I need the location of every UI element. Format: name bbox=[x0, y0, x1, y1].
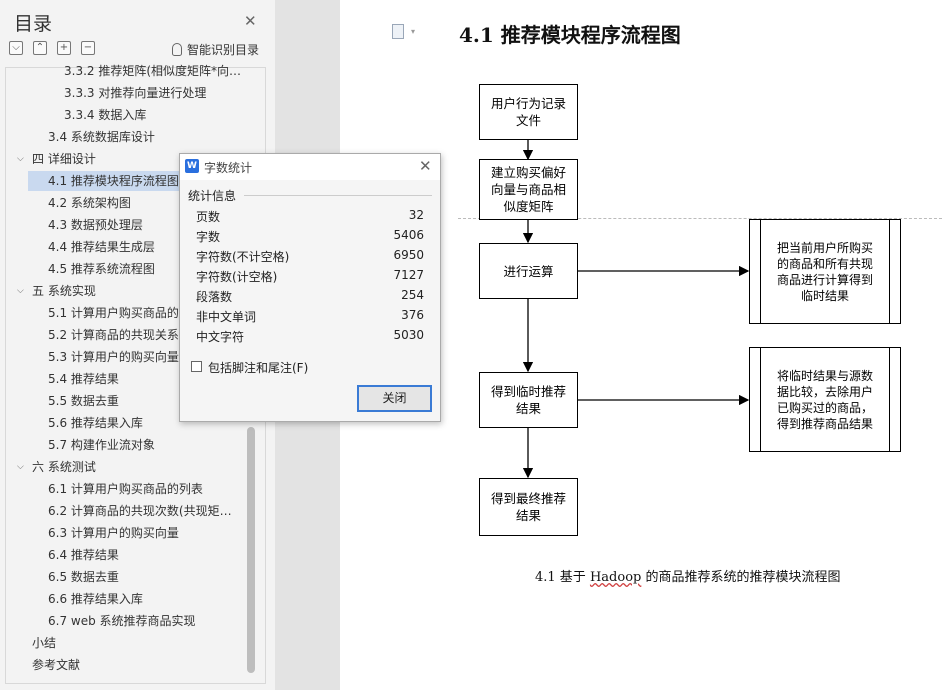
collapse-all-icon[interactable]: ⌵ bbox=[9, 41, 23, 55]
toc-item[interactable]: 5.2 计算商品的共现关系 bbox=[48, 328, 179, 342]
stat-row: 字数 5406 bbox=[196, 228, 424, 248]
flow-note-compute: 把当前用户所购买的商品和所有共现商品进行计算得到临时结果 bbox=[749, 219, 901, 324]
toc-scrollbar[interactable] bbox=[247, 427, 255, 673]
toc-item[interactable]: 4.4 推荐结果生成层 bbox=[48, 240, 155, 254]
toc-item[interactable]: 小结 bbox=[32, 636, 57, 650]
stat-value: 5030 bbox=[393, 328, 424, 342]
toc-item[interactable]: 5.6 推荐结果入库 bbox=[48, 416, 143, 430]
caption-suffix: 的商品推荐系统的推荐模块流程图 bbox=[641, 570, 841, 585]
caption-spellcheck-word: Hadoop bbox=[589, 570, 642, 585]
section-heading: 4.1 推荐模块程序流程图 bbox=[459, 23, 681, 47]
stats-group-label: 统计信息 bbox=[188, 189, 237, 203]
toc-item[interactable]: 3.4 系统数据库设计 bbox=[48, 130, 155, 144]
footnote-checkbox[interactable] bbox=[191, 361, 202, 372]
stat-value: 32 bbox=[408, 208, 424, 222]
chevron-down-icon[interactable]: ▾ bbox=[411, 27, 416, 36]
nav-title: 目录 bbox=[14, 13, 53, 35]
smart-toc-label: 智能识别目录 bbox=[187, 43, 260, 57]
group-divider bbox=[244, 195, 432, 196]
chevron-down-icon[interactable]: ⌵ bbox=[17, 286, 24, 296]
flow-step-build-matrix: 建立购买偏好向量与商品相似度矩阵 bbox=[479, 159, 578, 220]
toc-item[interactable]: 6.1 计算用户购买商品的列表 bbox=[48, 482, 203, 496]
stat-value: 254 bbox=[401, 288, 424, 302]
close-icon[interactable]: ✕ bbox=[244, 12, 257, 30]
stat-row: 字符数(不计空格) 6950 bbox=[196, 248, 424, 268]
stat-row: 页数 32 bbox=[196, 208, 424, 228]
toc-item[interactable]: 4.1 推荐模块程序流程图 bbox=[28, 171, 198, 191]
flow-note-dedupe: 将临时结果与源数据比较，去除用户已购买过的商品，得到推荐商品结果 bbox=[749, 347, 901, 452]
toc-item[interactable]: 5.3 计算用户的购买向量 bbox=[48, 350, 179, 364]
toc-item[interactable]: 6.4 推荐结果 bbox=[48, 548, 119, 562]
caption-prefix: 4.1 基于 bbox=[535, 570, 590, 585]
stat-label: 页数 bbox=[196, 210, 221, 224]
toc-item[interactable]: 3.3.2 推荐矩阵(相似度矩阵*向… bbox=[64, 64, 242, 78]
lightbulb-icon bbox=[172, 43, 182, 56]
flow-step-behavior-log: 用户行为记录文件 bbox=[479, 84, 578, 140]
figure-caption: 4.1 基于 Hadoop 的商品推荐系统的推荐模块流程图 bbox=[535, 566, 840, 585]
stat-value: 5406 bbox=[393, 228, 424, 242]
toc-item[interactable]: 4.3 数据预处理层 bbox=[48, 218, 143, 232]
smart-toc-button[interactable]: 智能识别目录 bbox=[172, 41, 259, 58]
dialog-titlebar[interactable]: W 字数统计 ✕ bbox=[180, 154, 440, 180]
stat-row: 字符数(计空格) 7127 bbox=[196, 268, 424, 288]
stat-label: 字数 bbox=[196, 230, 221, 244]
document-icon[interactable] bbox=[392, 24, 404, 39]
toc-item[interactable]: 5.4 推荐结果 bbox=[48, 372, 119, 386]
stat-value: 6950 bbox=[393, 248, 424, 262]
toc-item[interactable]: 4.5 推荐系统流程图 bbox=[48, 262, 155, 276]
toc-item[interactable]: 6.6 推荐结果入库 bbox=[48, 592, 143, 606]
footnote-checkbox-label[interactable]: 包括脚注和尾注(F) bbox=[208, 361, 309, 375]
stat-row: 中文字符 5030 bbox=[196, 328, 424, 348]
remove-level-icon[interactable]: − bbox=[81, 41, 95, 55]
stat-label: 中文字符 bbox=[196, 330, 245, 344]
stat-row: 非中文单词 376 bbox=[196, 308, 424, 328]
close-icon[interactable]: ✕ bbox=[419, 157, 432, 175]
toc-item[interactable]: 六 系统测试 bbox=[32, 460, 96, 474]
stat-label: 段落数 bbox=[196, 290, 233, 304]
toc-item[interactable]: 6.7 web 系统推荐商品实现 bbox=[48, 614, 196, 628]
flow-step-final-result: 得到最终推荐结果 bbox=[479, 478, 578, 536]
toc-item[interactable]: 参考文献 bbox=[32, 658, 81, 672]
nav-toolbar: ⌵ ⌃ + − bbox=[9, 41, 95, 55]
expand-up-icon[interactable]: ⌃ bbox=[33, 41, 47, 55]
toc-item[interactable]: 5.5 数据去重 bbox=[48, 394, 119, 408]
stat-value: 376 bbox=[401, 308, 424, 322]
stat-label: 字符数(计空格) bbox=[196, 270, 278, 284]
add-level-icon[interactable]: + bbox=[57, 41, 71, 55]
toc-item[interactable]: 5.1 计算用户购买商品的列表 bbox=[48, 306, 203, 320]
toc-item[interactable]: 6.3 计算用户的购买向量 bbox=[48, 526, 179, 540]
wps-logo-icon: W bbox=[185, 159, 199, 173]
page-break-line bbox=[458, 218, 942, 219]
toc-item[interactable]: 五 系统实现 bbox=[32, 284, 96, 298]
close-button[interactable]: 关闭 bbox=[357, 385, 432, 412]
toc-item[interactable]: 3.3.4 数据入库 bbox=[64, 108, 147, 122]
stat-value: 7127 bbox=[393, 268, 424, 282]
toc-item[interactable]: 3.3.3 对推荐向量进行处理 bbox=[64, 86, 207, 100]
stat-label: 非中文单词 bbox=[196, 310, 257, 324]
toc-item[interactable]: 6.2 计算商品的共现次数(共现矩… bbox=[48, 504, 232, 518]
chevron-down-icon[interactable]: ⌵ bbox=[17, 154, 24, 164]
flow-step-temp-result: 得到临时推荐结果 bbox=[479, 372, 578, 428]
stat-row: 段落数 254 bbox=[196, 288, 424, 308]
stat-label: 字符数(不计空格) bbox=[196, 250, 290, 264]
toc-item[interactable]: 4.2 系统架构图 bbox=[48, 196, 131, 210]
chevron-down-icon[interactable]: ⌵ bbox=[17, 462, 24, 472]
toc-item[interactable]: 6.5 数据去重 bbox=[48, 570, 119, 584]
toc-item[interactable]: 5.7 构建作业流对象 bbox=[48, 438, 155, 452]
flow-step-compute: 进行运算 bbox=[479, 243, 578, 299]
dialog-title: 字数统计 bbox=[204, 161, 253, 175]
flowchart-connectors bbox=[522, 140, 750, 479]
toc-item[interactable]: 四 详细设计 bbox=[32, 152, 96, 166]
